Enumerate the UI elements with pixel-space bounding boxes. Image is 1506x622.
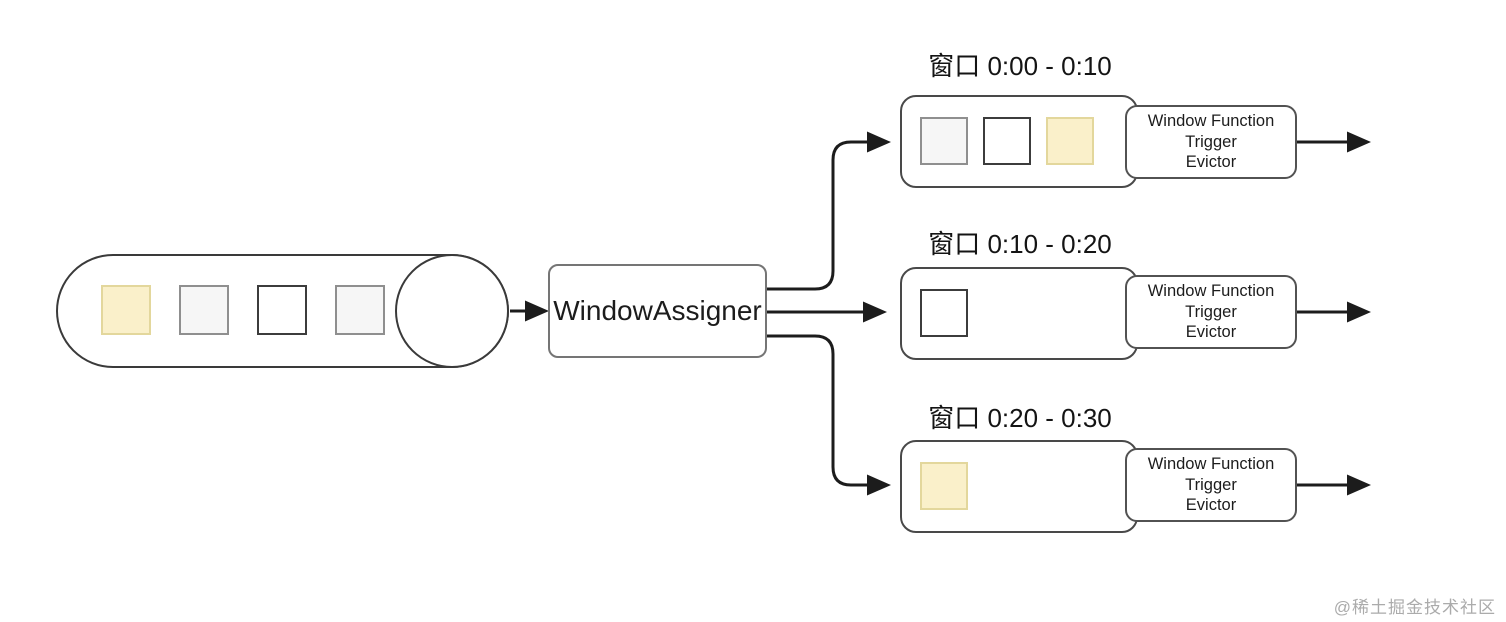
window-3-elements: [920, 462, 968, 510]
gray-element-square: [335, 285, 385, 335]
window-3-title: 窗口 0:20 - 0:30: [928, 403, 1112, 433]
connector-assigner-to-window-3: [767, 334, 891, 496]
function-box-line: Window Function: [1147, 454, 1275, 473]
function-box-line: Trigger: [1185, 475, 1237, 494]
gray-element-square: [179, 285, 229, 335]
window-2-box: [900, 267, 1138, 360]
white-element-square: [983, 117, 1031, 165]
window-1-function-box: Window Function Trigger Evictor: [1125, 105, 1297, 179]
window-2-function-box: Window Function Trigger Evictor: [1125, 275, 1297, 349]
yellow-element-square: [101, 285, 151, 335]
connector-assigner-to-window-1: [767, 131, 891, 291]
white-element-square: [920, 289, 968, 337]
window-assigner-box: WindowAssigner: [548, 264, 767, 358]
function-box-line: Trigger: [1185, 132, 1237, 151]
window-3-box: [900, 440, 1138, 533]
white-element-square: [257, 285, 307, 335]
window-assigner-label: WindowAssigner: [553, 295, 762, 326]
watermark-text: @稀土掘金技术社区: [1333, 598, 1496, 617]
function-box-line: Evictor: [1185, 153, 1237, 172]
gray-element-square: [920, 117, 968, 165]
window-1-elements: [920, 117, 1094, 165]
stream-elements: [101, 285, 385, 335]
window-2-elements: [920, 289, 968, 337]
stream-head-circle: [395, 254, 509, 368]
function-box-line: Evictor: [1185, 323, 1237, 342]
window-1-box: [900, 95, 1138, 188]
function-box-line: Window Function: [1147, 111, 1275, 130]
yellow-element-square: [1046, 117, 1094, 165]
function-box-line: Trigger: [1185, 302, 1237, 321]
window-2-title: 窗口 0:10 - 0:20: [928, 229, 1112, 259]
function-box-line: Evictor: [1185, 496, 1237, 515]
window-3-function-box: Window Function Trigger Evictor: [1125, 448, 1297, 522]
function-box-line: Window Function: [1147, 281, 1275, 300]
window-1-title: 窗口 0:00 - 0:10: [928, 51, 1112, 81]
yellow-element-square: [920, 462, 968, 510]
